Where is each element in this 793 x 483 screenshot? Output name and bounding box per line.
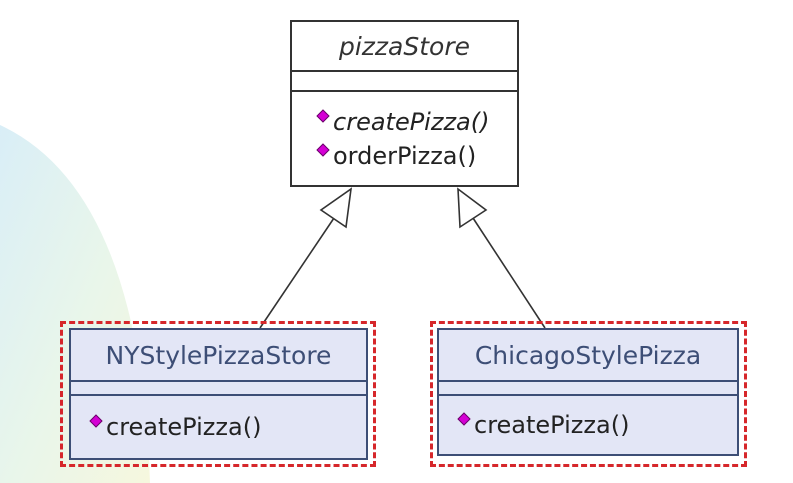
attributes-compartment bbox=[71, 380, 366, 396]
highlight-frame-chicago bbox=[430, 321, 747, 467]
operations-compartment: createPizza() bbox=[439, 396, 737, 454]
operation-label: createPizza() bbox=[474, 411, 630, 439]
operation-label: orderPizza() bbox=[333, 141, 477, 170]
operation-create-pizza: createPizza() bbox=[457, 411, 737, 439]
purple-diamond-method-icon bbox=[316, 142, 330, 157]
operation-create-pizza: createPizza() bbox=[316, 105, 517, 139]
attributes-compartment bbox=[439, 380, 737, 396]
highlight-frame-ny bbox=[60, 321, 376, 467]
class-chicago-style-pizza[interactable]: ChicagoStylePizza createPizza() bbox=[437, 328, 739, 456]
class-pizza-store[interactable]: pizzaStore createPizza() orderPizza() bbox=[290, 20, 519, 187]
class-name: NYStylePizzaStore bbox=[105, 340, 332, 370]
purple-diamond-method-icon bbox=[89, 414, 103, 428]
operations-compartment: createPizza() orderPizza() bbox=[292, 92, 517, 185]
operation-create-pizza: createPizza() bbox=[89, 413, 366, 441]
attributes-compartment bbox=[292, 70, 517, 92]
class-name: pizzaStore bbox=[338, 31, 470, 61]
class-name: ChicagoStylePizza bbox=[474, 340, 702, 370]
class-ny-style-pizza-store[interactable]: NYStylePizzaStore createPizza() bbox=[69, 328, 368, 460]
purple-diamond-method-icon bbox=[316, 108, 330, 123]
purple-diamond-method-icon bbox=[457, 412, 471, 426]
operations-compartment: createPizza() bbox=[71, 396, 366, 458]
operation-label: createPizza() bbox=[106, 413, 262, 441]
operation-order-pizza: orderPizza() bbox=[316, 139, 517, 173]
operation-label: createPizza() bbox=[333, 107, 490, 136]
